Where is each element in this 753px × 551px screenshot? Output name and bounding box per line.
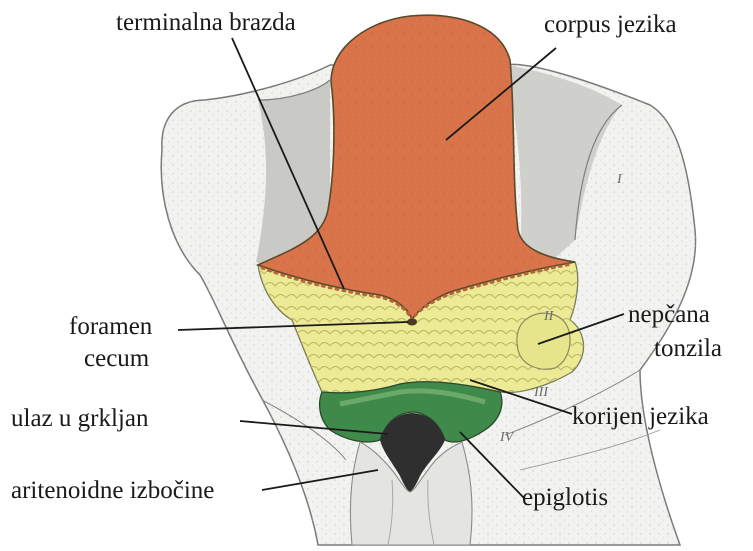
arch-numeral-ii: II [543,309,555,324]
label-aritenoidne-izbocine: aritenoidne izbočine [11,476,214,505]
label-terminalna-brazda: terminalna brazda [116,8,296,37]
label-corpus-jezika: corpus jezika [544,10,677,39]
label-nepcana: nepčana [628,300,710,329]
label-tonzila: tonzila [654,334,722,363]
label-cecum: cecum [84,344,149,373]
foramen-cecum-pit [407,319,417,326]
label-ulaz-u-grkljan: ulaz u grkljan [11,404,148,433]
label-korijen-jezika: korijen jezika [572,402,709,431]
arch-numeral-iii: III [533,385,549,400]
label-epiglotis: epiglotis [522,483,608,512]
arch-numeral-iv: IV [499,430,515,445]
label-foramen: foramen [69,312,152,341]
